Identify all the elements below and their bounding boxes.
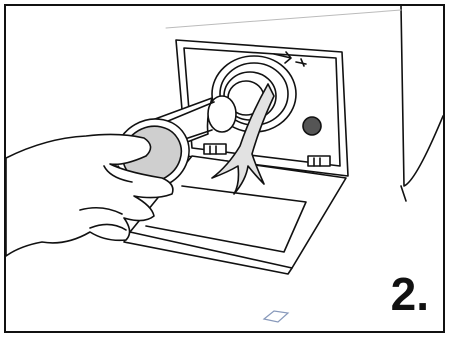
hose-hole	[302, 116, 322, 136]
machine-outline	[400, 6, 443, 187]
drain-filter-illustration	[6, 6, 443, 323]
hand-icon	[6, 133, 174, 257]
arrow-icon	[273, 51, 307, 67]
water-stream-icon	[211, 83, 275, 195]
instruction-panel: 2.	[4, 4, 445, 333]
step-number: 2.	[390, 268, 429, 320]
marker-icon	[262, 310, 290, 323]
